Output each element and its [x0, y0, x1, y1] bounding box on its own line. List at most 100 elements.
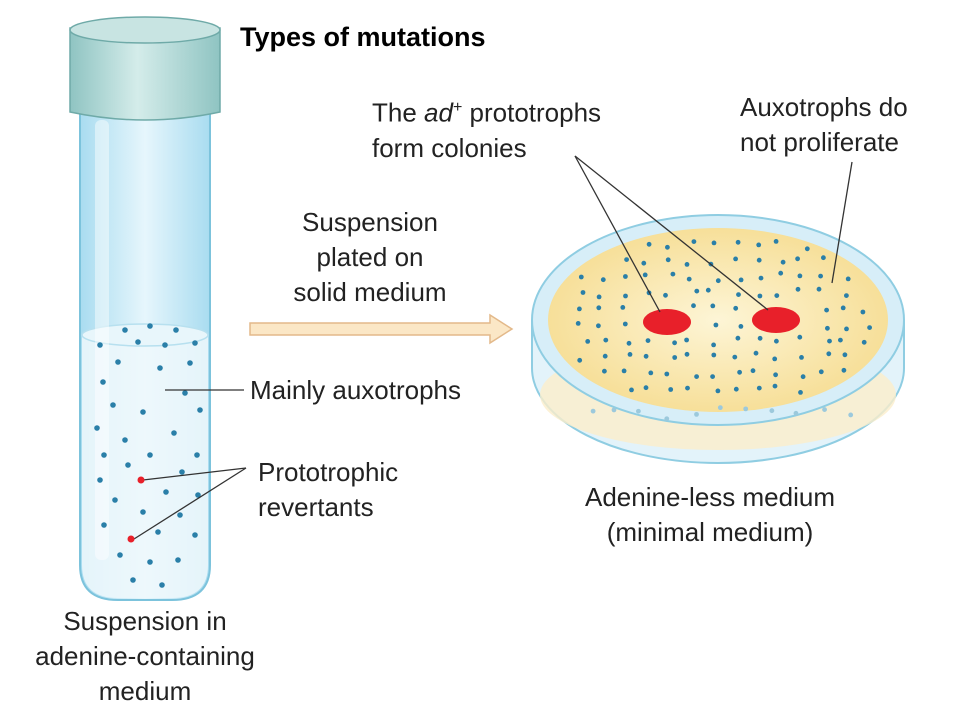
auxotroph-cell-bottom: [636, 408, 641, 414]
auxotroph-cell: [774, 293, 780, 298]
auxotroph-cell: [643, 353, 649, 359]
page-title: Types of mutations: [240, 22, 486, 52]
auxotroph-cell: [94, 425, 100, 431]
auxotroph-cell: [163, 489, 169, 495]
plated-line1: Suspension: [302, 207, 438, 237]
auxotroph-cell: [670, 271, 676, 277]
auxotroph-cell: [110, 402, 116, 408]
auxotroph-cell: [179, 469, 185, 475]
auxotroph-cell-bottom: [664, 416, 670, 422]
pointer-line: [574, 155, 769, 311]
auxotroph-cell: [173, 327, 179, 333]
tube-line3: medium: [98, 676, 192, 706]
tube-highlight: [95, 120, 109, 560]
auxotroph-cell: [738, 277, 744, 283]
auxotroph-cell: [756, 257, 762, 263]
auxotroph-cell: [705, 287, 711, 293]
tube-line2: adenine-containing: [35, 641, 255, 671]
auxotroph-cell: [756, 242, 762, 248]
auxotrophs-no-line2: not proliferate: [740, 127, 899, 157]
auxotroph-cell: [97, 342, 103, 348]
pointer-lines: [133, 155, 853, 540]
auxotroph-cell: [643, 385, 649, 391]
auxotroph-cell: [620, 305, 626, 310]
auxotroph-cell: [710, 303, 716, 309]
auxotroph-cell: [711, 352, 717, 358]
auxotroph-cell: [867, 325, 872, 330]
auxotroph-cell: [772, 356, 778, 362]
auxotroph-cell: [797, 273, 803, 279]
plating-arrow: [249, 313, 514, 345]
auxotroph-cell-bottom: [743, 406, 749, 412]
auxotroph-cell: [596, 323, 601, 329]
auxotroph-cell: [177, 512, 183, 518]
plated-label: Suspension plated on solid medium: [270, 205, 470, 310]
auxotroph-cell: [738, 324, 744, 329]
mainly-auxotrophs-label: Mainly auxotrophs: [250, 375, 461, 405]
pointer-line: [133, 467, 247, 540]
auxotroph-cell: [577, 306, 582, 312]
auxotroph-cell: [826, 351, 832, 357]
auxotroph-cell: [159, 582, 165, 588]
auxotroph-cell: [816, 286, 822, 292]
auxotroph-cell: [140, 509, 146, 515]
auxotroph-cell: [799, 355, 804, 360]
auxotroph-cell: [735, 239, 741, 245]
auxotroph-cell: [623, 293, 628, 299]
auxotroph-cell: [797, 334, 803, 340]
auxotroph-cell: [157, 365, 163, 371]
auxotroph-cell: [795, 256, 800, 262]
auxotroph-cell: [694, 288, 700, 294]
pointer-line: [574, 155, 661, 313]
auxotroph-cell-bottom: [822, 407, 827, 412]
auxotroph-cell: [842, 352, 848, 358]
auxotroph-cell: [175, 557, 181, 563]
auxotroph-cell: [122, 327, 128, 333]
auxotroph-cell: [577, 357, 583, 363]
revertant-cell: [137, 476, 145, 484]
auxotroph-cell: [778, 270, 784, 276]
auxotroph-cell: [641, 260, 647, 266]
auxotroph-cell-bottom: [694, 411, 699, 417]
pointer-line: [142, 467, 247, 481]
auxotroph-cell: [838, 337, 843, 343]
auxotroph-cell: [780, 259, 786, 265]
auxotroph-cell: [596, 294, 602, 300]
ad-gene: ad: [424, 97, 453, 128]
revertant-cell: [127, 535, 135, 543]
auxotroph-cell: [192, 532, 198, 538]
auxotroph-cell: [585, 339, 591, 344]
auxotroph-cell-bottom: [769, 408, 775, 414]
auxotroph-cell: [624, 257, 629, 262]
auxotroph-cell: [757, 293, 763, 299]
auxotrophs-no-line1: Auxotrophs do: [740, 92, 908, 122]
auxotroph-cell: [711, 240, 717, 246]
auxotroph-cell: [101, 452, 107, 458]
auxotroph-cell: [711, 342, 716, 348]
auxotroph-cell: [646, 241, 652, 247]
auxotroph-cell: [841, 367, 847, 373]
auxotroph-cell: [804, 246, 810, 252]
auxotroph-cell-bottom: [717, 405, 723, 411]
auxotroph-cell: [691, 303, 696, 309]
dish-medium-label: Adenine-less medium (minimal medium): [560, 480, 860, 550]
auxotroph-cell-bottom: [611, 407, 617, 413]
auxotroph-cell: [130, 577, 136, 583]
auxotroph-cell: [750, 368, 756, 374]
auxotroph-cell: [664, 371, 670, 377]
auxotroph-cell: [685, 385, 690, 391]
auxotroph-cell: [733, 256, 738, 262]
auxotroph-cell: [860, 309, 866, 315]
auxotroph-cell: [125, 462, 131, 468]
revertants-label: Prototrophic revertants: [258, 455, 398, 525]
auxotroph-cell: [665, 244, 670, 250]
auxotroph-cell: [101, 522, 107, 528]
auxotroph-cell: [147, 323, 153, 329]
auxotroph-cell: [773, 239, 779, 244]
auxotroph-cell: [845, 276, 851, 282]
auxotroph-cell: [626, 340, 632, 346]
auxotroph-cell: [672, 355, 678, 360]
auxotroph-cell: [600, 277, 606, 283]
auxotroph-cell: [648, 370, 654, 376]
